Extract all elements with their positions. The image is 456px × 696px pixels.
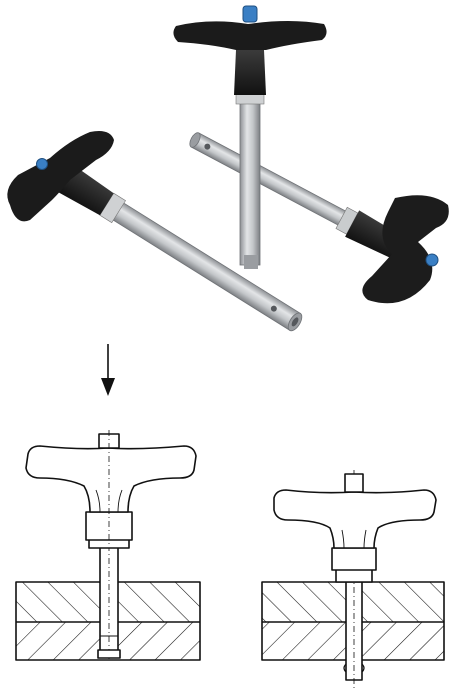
pin-pressed-in-plates xyxy=(15,430,201,661)
pin-released-in-plates xyxy=(261,470,445,690)
product-photo xyxy=(7,5,449,332)
plate-stack-right xyxy=(261,581,445,661)
pin-left-lying xyxy=(7,131,303,332)
pin-right-lying xyxy=(189,132,449,304)
down-arrow-icon xyxy=(101,344,115,396)
pin-upright xyxy=(173,5,327,269)
